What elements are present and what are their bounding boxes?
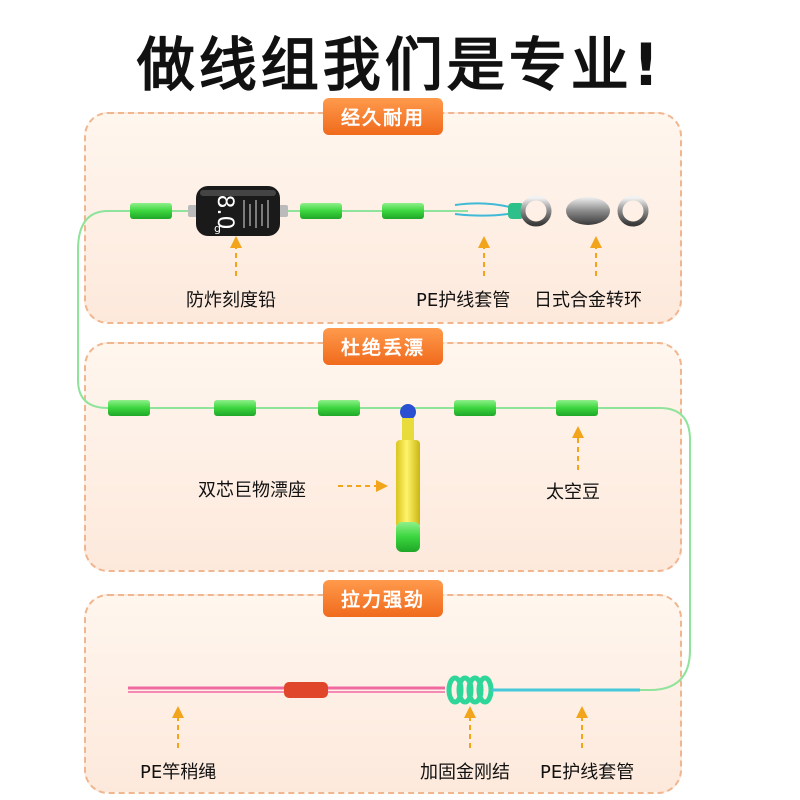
headline-title: 做线组我们是专业! [136,31,664,99]
bead-4 [108,400,150,416]
bead-2 [300,203,342,219]
bead-3 [382,203,424,219]
section-badge-no-float-loss: 杜绝丢漂 [322,328,444,365]
sinker-icon [188,186,288,236]
label-swivel: 日式合金转环 [534,290,642,311]
sinker-unit: g [214,222,221,235]
reinforced-knot-icon [446,675,494,705]
section-panel-no-float-loss: 杜绝丢漂 [84,328,682,572]
bead-8 [556,400,598,416]
pe-tip-rope-icon [128,682,445,698]
pe-sleeve-icon [454,202,524,219]
label-pe-sleeve-top: PE护线套管 [416,290,511,311]
label-float-seat: 双芯巨物漂座 [198,480,306,501]
swivel-icon [520,195,649,227]
label-sinker: 防炸刻度铅 [186,290,276,311]
section-badge-durable: 经久耐用 [322,98,444,135]
label-pe-sleeve-bottom: PE护线套管 [540,762,635,783]
section-panel-strength: 拉力强劲 [84,580,682,794]
main-line [77,210,691,691]
bead-1 [130,203,172,219]
label-pe-tip-rope: PE竿稍绳 [140,762,217,783]
label-space-bean: 太空豆 [546,482,600,503]
bead-5 [214,400,256,416]
section-badge-strength: 拉力强劲 [322,580,444,617]
float-seat-icon [396,404,420,552]
bead-7 [454,400,496,416]
bead-6 [318,400,360,416]
label-reinforced-knot: 加固金刚结 [420,762,510,783]
sinker-weight: 8.0 [212,195,237,230]
